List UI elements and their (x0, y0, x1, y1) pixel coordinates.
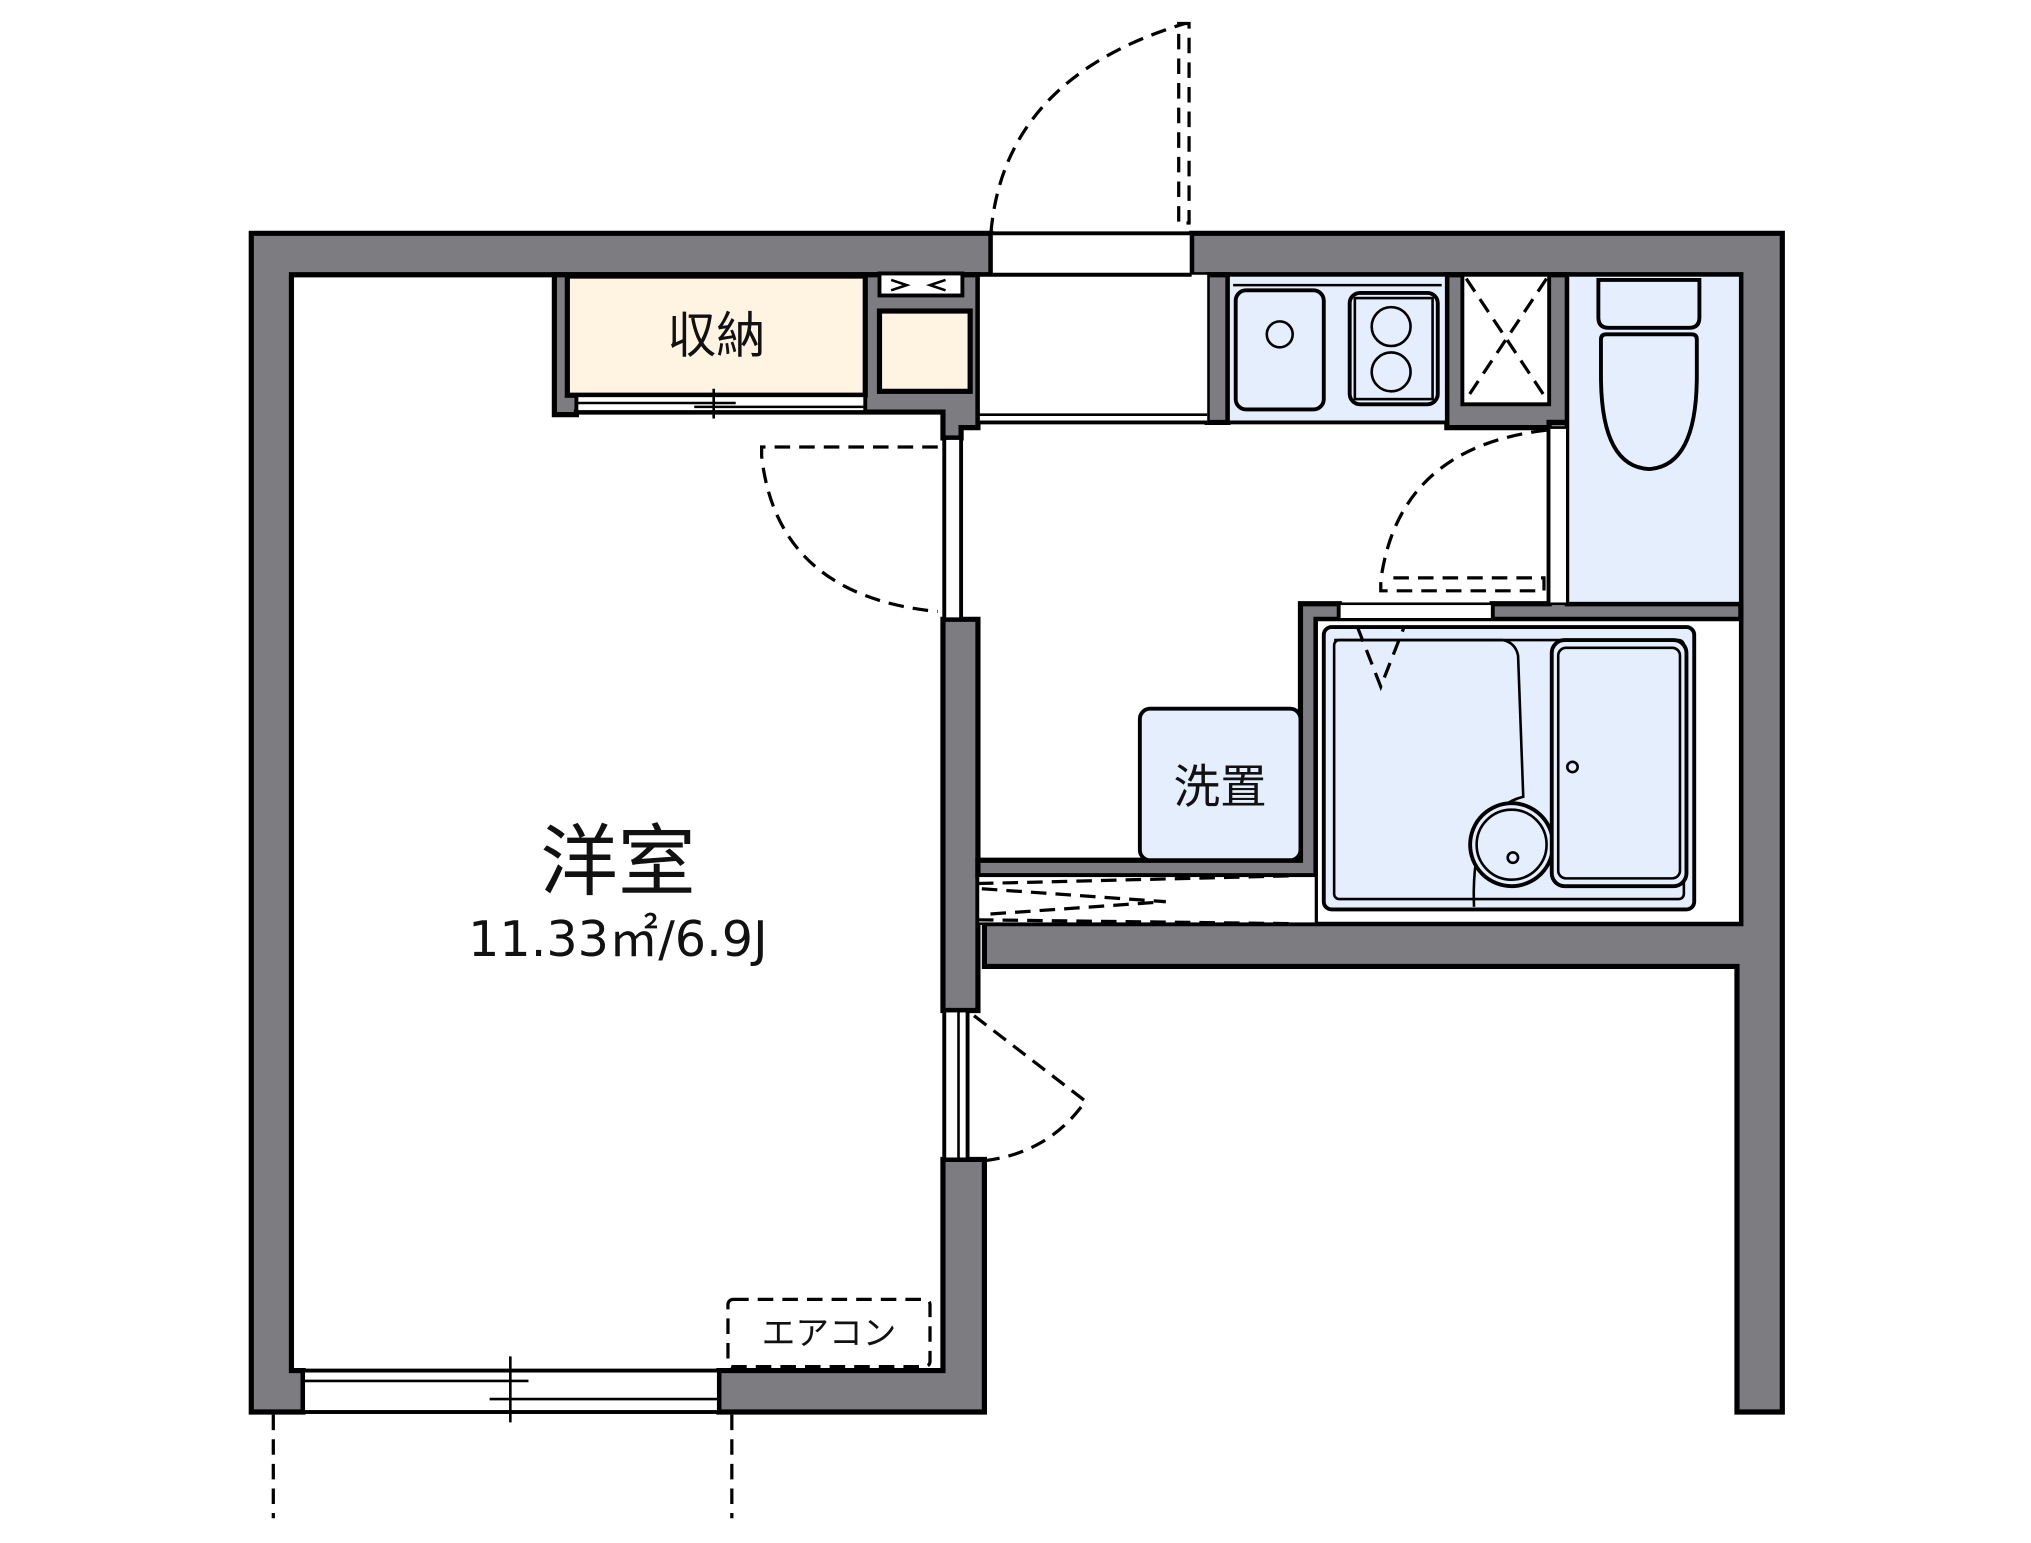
closet-area (564, 273, 868, 398)
bath-door-swing (1355, 626, 1406, 692)
western-room-label: 洋室 (540, 818, 695, 908)
bath-door-opening[interactable] (1338, 602, 1494, 621)
shoe-cabinet (876, 308, 973, 394)
closet-sliding-door[interactable] (574, 388, 868, 419)
bathroom (1314, 602, 1743, 926)
washer-space (1137, 706, 1303, 863)
entrance-door-swing (989, 21, 1186, 234)
kitchen-sink (1233, 288, 1326, 412)
burner-icon (1370, 305, 1412, 348)
air-conditioner (726, 1297, 932, 1369)
wall-partition-upper (940, 616, 981, 1014)
tub-drain-icon (1565, 760, 1579, 774)
toilet-door[interactable] (1379, 426, 1569, 606)
wall-south (716, 1156, 988, 1415)
washer-space-label: 洗置 (1174, 760, 1267, 814)
toilet-bowl-icon (1599, 332, 1699, 471)
side-door[interactable] (942, 1008, 1088, 1163)
window-sliding[interactable] (301, 1356, 721, 1423)
wall-kitchen-divider (1204, 272, 1231, 426)
entrance-doorway[interactable] (988, 231, 1194, 277)
entrance-door-leaf[interactable] (1177, 21, 1191, 225)
corridor-storage (976, 874, 1318, 926)
room-door-swing (760, 445, 938, 614)
stove (1347, 290, 1440, 407)
room-door[interactable] (760, 436, 964, 622)
sink-drain-icon (1265, 320, 1294, 349)
toilet-room (1565, 272, 1743, 606)
side-door-swing (973, 1014, 1088, 1163)
closet-label: 収納 (667, 306, 765, 364)
kitchen-counter (1225, 272, 1449, 425)
washbasin-icon (1468, 801, 1555, 889)
bathtub (1549, 638, 1689, 889)
refrigerator-space (1460, 272, 1552, 407)
toilet-door-swing (1379, 428, 1547, 593)
western-room-area: 11.33㎡/6.9J (468, 910, 768, 968)
burner-icon (1370, 351, 1412, 393)
air-conditioner-label: エアコン (762, 1314, 897, 1353)
entrance (975, 21, 1208, 425)
toilet-tank (1596, 277, 1702, 330)
shoe-cabinet-vent (877, 271, 965, 298)
